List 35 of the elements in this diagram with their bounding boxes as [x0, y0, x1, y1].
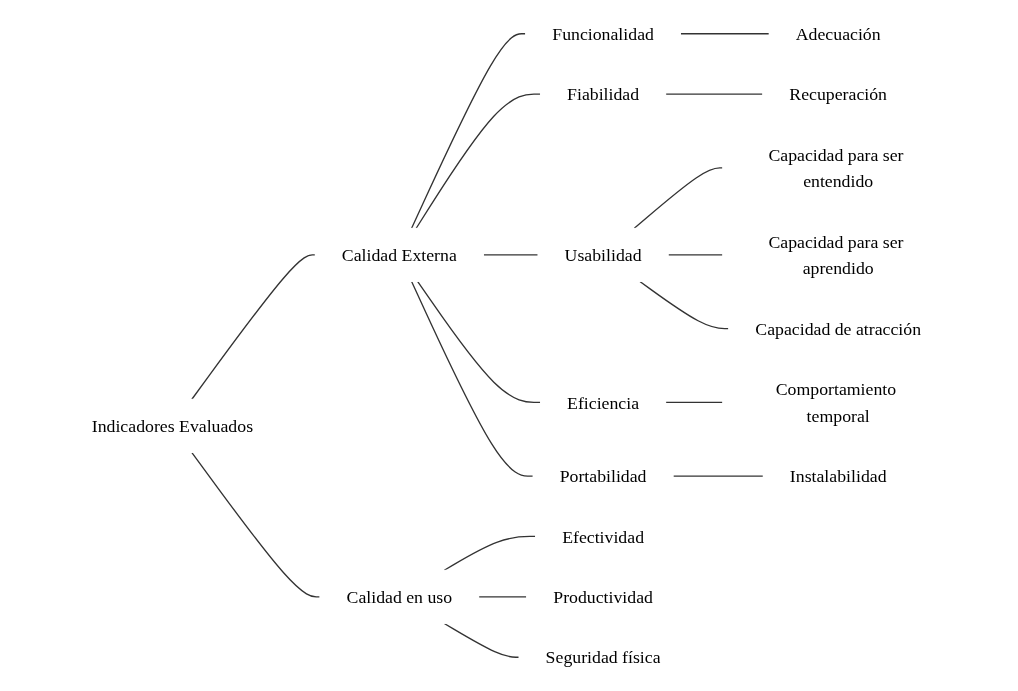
node-text: Fiabilidad [566, 84, 639, 104]
connector [633, 167, 723, 229]
connector [415, 93, 541, 229]
node-text: Usabilidad [564, 245, 642, 265]
connector [482, 254, 539, 256]
node-text: Capacidad de atracción [754, 318, 921, 339]
connector [410, 33, 526, 229]
node-text: Recuperación [788, 84, 887, 104]
node-text: Comportamiento temporal [775, 379, 896, 426]
node-text: Eficiencia [566, 392, 639, 413]
connector [667, 254, 723, 256]
node-text: Capacidad para ser entendido [768, 144, 904, 191]
connector [190, 451, 321, 598]
connector [679, 33, 770, 35]
connector [190, 254, 316, 400]
connector [416, 280, 541, 403]
node-text: Efectividad [561, 526, 644, 547]
connector [672, 475, 764, 477]
connector [477, 596, 527, 598]
connector [410, 280, 534, 477]
node-text: Funcionalidad [551, 23, 654, 44]
connector [443, 622, 520, 658]
node-text: Capacidad para ser aprendido [768, 231, 904, 278]
connector [664, 93, 763, 95]
connector [638, 280, 729, 330]
node-text: Instalabilidad [789, 466, 887, 486]
node-text: Portabilidad [559, 466, 647, 486]
node-text: Productividad [552, 587, 653, 607]
node-text: Adecuación [795, 23, 881, 44]
node-text: Calidad Externa [341, 245, 457, 265]
node-text: Calidad en uso [346, 587, 452, 607]
connector [664, 401, 723, 403]
node-text: Seguridad física [545, 647, 661, 668]
connector [443, 535, 536, 571]
node-text: Indicadores Evaluados [91, 416, 253, 436]
